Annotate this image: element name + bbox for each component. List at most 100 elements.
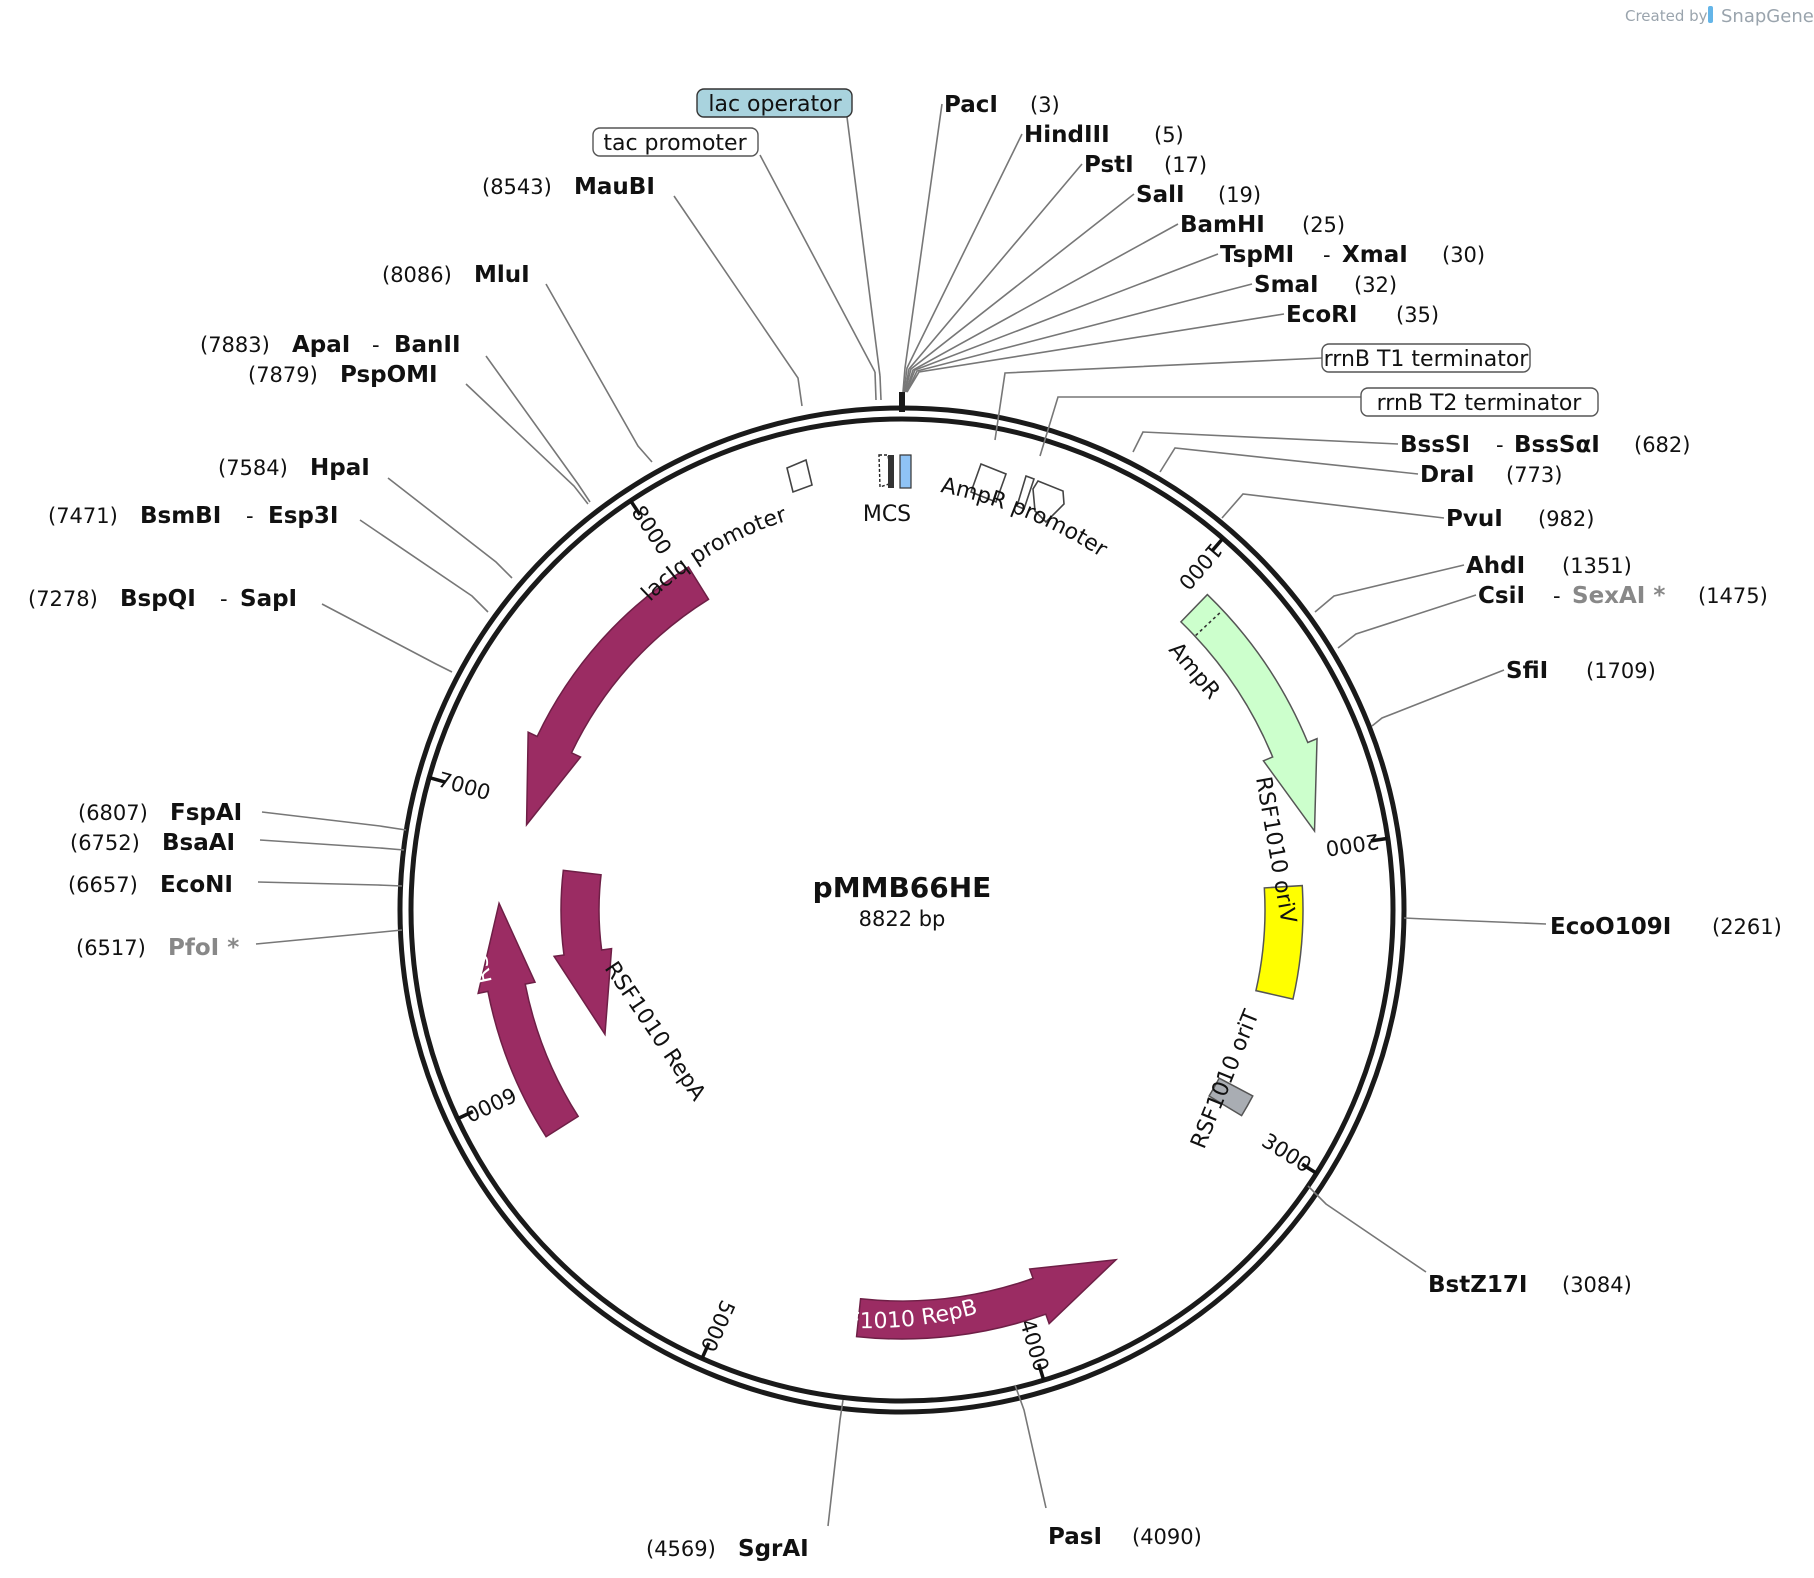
svg-text:(682): (682) [1634,433,1690,457]
svg-text:(5): (5) [1154,123,1184,147]
svg-text:HindIII: HindIII [1024,122,1110,148]
feature-rsf1010-oriv [1255,884,1304,1000]
svg-text:-: - [372,333,380,357]
svg-text:(25): (25) [1302,213,1345,237]
enzyme-bstz17i: BstZ17I (3084) [1307,1185,1632,1298]
enzyme-pasi: PasI (4090) [1014,1384,1202,1550]
svg-text:(7883): (7883) [200,333,270,357]
plasmid-length: 8822 bp [859,907,946,931]
mcs-box [899,454,912,489]
feature-laci [525,566,710,827]
svg-text:FspAI: FspAI [170,800,242,826]
rrnb-t2-text: rrnB T2 terminator [1377,391,1583,416]
svg-text:PfoI *: PfoI * [168,935,239,961]
features [477,566,1318,1340]
tick-label-3000: 3000 [1258,1129,1316,1178]
laci-label: lacI [596,532,642,575]
svg-text:CsiI: CsiI [1478,583,1525,609]
mcs-label: MCS [863,502,911,527]
enzyme-bamhi: BamHI (25) [905,212,1345,393]
tac-promoter-callout: tac promoter [592,127,877,401]
svg-text:(1351): (1351) [1562,554,1632,578]
svg-text:(3084): (3084) [1562,1273,1632,1297]
tick-label-6000: 6000 [461,1082,520,1126]
tick-3000 [1301,1162,1318,1175]
tick-label-1000: 1000 [1174,538,1227,594]
svg-text:SexAI *: SexAI * [1572,583,1665,609]
enzyme-fspai: (6807) FspAI [78,800,407,831]
rrnb-t1-terminator-box [969,462,1008,504]
svg-text:(8086): (8086) [382,263,452,287]
tick-8000 [629,499,642,516]
svg-text:(773): (773) [1506,463,1562,487]
enzyme-sgrai: (4569) SgrAI [646,1399,844,1562]
enzyme-csii-sexai: CsiI - SexAI * (1475) [1337,583,1768,649]
tick-label-7000: 7000 [435,768,493,806]
tick-4000 [1037,1363,1046,1381]
svg-text:(2261): (2261) [1712,915,1782,939]
svg-text:(982): (982) [1538,507,1594,531]
svg-text:(8543): (8543) [482,175,552,199]
enzyme-maubi: (8543) MauBI [482,174,803,407]
tick-1000 [1210,537,1225,553]
svg-text:Esp3I: Esp3I [268,503,338,529]
tick-label-4000: 4000 [1015,1316,1053,1374]
svg-text:EcoO109I: EcoO109I [1550,914,1671,940]
svg-text:XmaI: XmaI [1342,242,1408,268]
svg-text:DraI: DraI [1420,462,1475,488]
svg-text:PspOMI: PspOMI [340,362,438,388]
backbone-inner-strand [408,416,1396,1404]
backbone [397,392,1407,1415]
tick-label-5000: 5000 [696,1297,740,1356]
watermark-brand: SnapGene [1721,6,1814,27]
rrnb-t2-callout: rrnB T2 terminator [1039,387,1599,457]
svg-text:PasI: PasI [1048,1524,1102,1550]
origin-marker [899,392,905,412]
watermark-created-by: Created by [1625,7,1708,25]
feature-rsf1010-orit [1208,1077,1254,1117]
svg-text:(4090): (4090) [1132,1525,1202,1549]
tick-2000 [1370,836,1389,843]
enzymes-right: PacI (3) HindIII (5) PstI (17) SalI (19)… [902,92,1782,1550]
svg-text:SmaI: SmaI [1254,272,1319,298]
svg-text:(32): (32) [1354,273,1397,297]
tac-promoter-text: tac promoter [603,131,747,156]
enzyme-hindiii: HindIII (5) [903,122,1184,393]
enzyme-drai: DraI (773) [1159,447,1562,488]
svg-text:(7879): (7879) [248,363,318,387]
svg-text:TspMI: TspMI [1220,242,1294,268]
enzyme-pvui: PvuI (982) [1221,493,1594,532]
rrnb-t1-callout: rrnB T1 terminator [994,343,1531,441]
svg-text:(6752): (6752) [70,831,140,855]
svg-text:ApaI: ApaI [292,332,350,358]
feature-rsf1010-repc [477,900,580,1138]
svg-text:-: - [220,587,228,611]
svg-text:(1709): (1709) [1586,659,1656,683]
tick-6000 [456,1109,474,1121]
svg-text:(7584): (7584) [218,456,288,480]
feature-rsf1010-repb [855,1258,1119,1340]
ampr-promoter-arrow [1032,480,1065,524]
enzyme-ahdi: AhdI (1351) [1314,553,1632,613]
svg-text:SapI: SapI [240,586,297,612]
svg-text:BsaAI: BsaAI [162,830,235,856]
svg-text:BspQI: BspQI [120,586,196,612]
enzyme-sfii: SfiI (1709) [1371,658,1656,727]
snapgene-watermark: Created by SnapGene [1625,6,1814,27]
svg-text:(4569): (4569) [646,1537,716,1561]
repc-label: RSF1010 RepC [463,818,498,986]
svg-text:(3): (3) [1030,93,1060,117]
tick-label-2000: 2000 [1324,829,1380,861]
svg-text:EcoNI: EcoNI [160,872,233,898]
enzyme-bspqi-sapi: (7278) BspQI - SapI [28,586,453,673]
orit-label: RSF1010 oriT [1186,1006,1264,1152]
svg-text:HpaI: HpaI [310,455,370,481]
svg-text:(6657): (6657) [68,873,138,897]
rrnb-t1-text: rrnB T1 terminator [1324,347,1530,372]
svg-text:PacI: PacI [944,92,998,118]
svg-text:-: - [1496,433,1504,457]
enzymes-left: (4569) SgrAI (6517) PfoI * (6657) EcoNI … [28,174,844,1562]
svg-text:SalI: SalI [1136,182,1185,208]
enzyme-hpai: (7584) HpaI [218,455,513,579]
enzyme-paci: PacI (3) [902,92,1060,393]
